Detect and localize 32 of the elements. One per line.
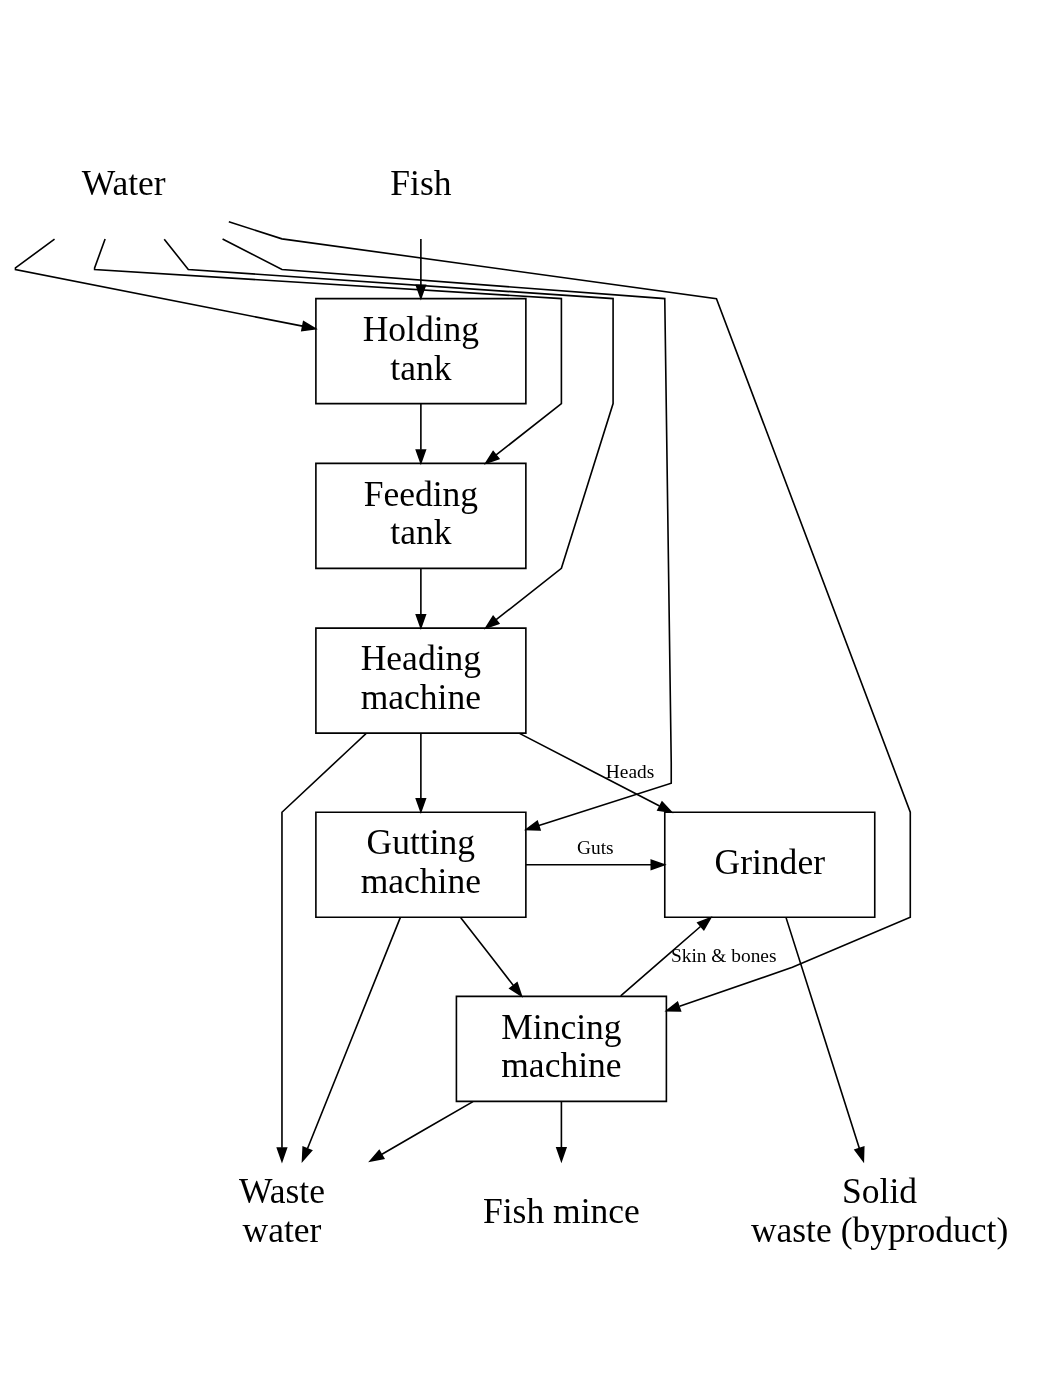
- arrow: [414, 238, 427, 301]
- arrow: [162, 238, 614, 630]
- arrow: [367, 1100, 474, 1163]
- arrow: [784, 916, 865, 1164]
- arrow: [227, 220, 911, 1012]
- arrow: [414, 732, 427, 815]
- arrow: [524, 859, 667, 871]
- arrow: [414, 403, 427, 466]
- node-text: Water: [81, 163, 166, 204]
- node-box: Holding tank: [314, 297, 527, 405]
- arrow: [414, 567, 427, 631]
- arrow: [14, 238, 318, 332]
- arrow: [459, 916, 523, 998]
- arrow: [555, 1100, 567, 1164]
- node-box: Mincing machine: [455, 995, 667, 1103]
- edge-label: Guts: [576, 837, 614, 859]
- node-box: Gutting machine: [314, 811, 527, 919]
- node-box: Feeding tank: [314, 462, 527, 570]
- arrow: [518, 732, 674, 814]
- node-box: Heading machine: [314, 627, 527, 734]
- edge-label: Skin & bones: [670, 944, 776, 966]
- node-text: Fish: [389, 163, 451, 204]
- arrow: [221, 238, 672, 831]
- arrow: [93, 238, 562, 465]
- node-text: Fish mince: [482, 1190, 640, 1231]
- node-box: Grinder: [663, 811, 876, 919]
- node-text: Solid waste (byproduct): [750, 1171, 1008, 1251]
- edge-label: Heads: [605, 760, 654, 782]
- node-text: Waste water: [238, 1171, 325, 1251]
- arrow: [275, 732, 367, 1164]
- arrow: [619, 916, 712, 997]
- arrow: [301, 916, 401, 1164]
